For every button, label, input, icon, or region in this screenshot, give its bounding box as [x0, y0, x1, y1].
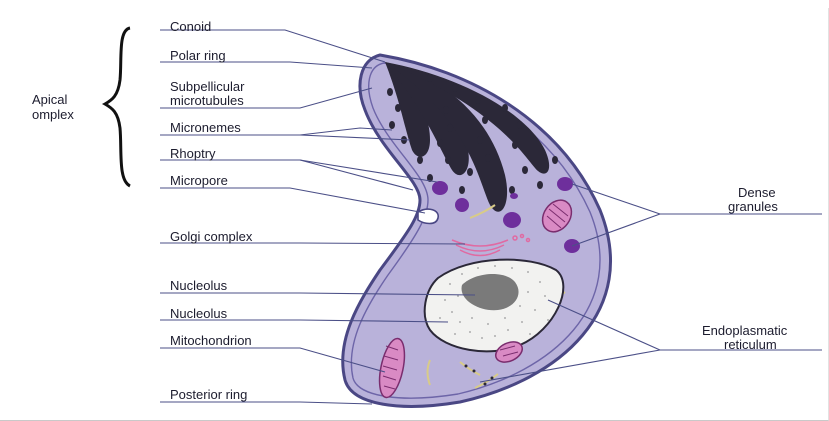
microneme	[387, 88, 393, 96]
top-margin	[0, 0, 829, 8]
microneme	[475, 96, 481, 104]
label-granules: granules	[728, 199, 778, 214]
label-mitochondrion: Mitochondrion	[170, 333, 252, 348]
microneme	[485, 154, 491, 162]
label-conoid: Conoid	[170, 19, 211, 34]
microneme	[452, 84, 458, 92]
microneme	[445, 156, 451, 164]
label-nucleolus: Nucleolus	[170, 278, 228, 293]
dense-granule	[432, 181, 448, 195]
label-subpellicular: Subpellicular	[170, 79, 245, 94]
label-polar-ring: Polar ring	[170, 48, 226, 63]
microneme	[512, 141, 518, 149]
microneme	[417, 156, 423, 164]
microneme	[509, 186, 515, 194]
label-micronemes: Micronemes	[170, 120, 241, 135]
dense-granule	[455, 198, 469, 212]
label-apical: Apical	[32, 92, 68, 107]
microneme	[395, 104, 401, 112]
dense-granule	[510, 193, 518, 199]
curly-brace-icon	[105, 28, 130, 186]
microneme	[482, 116, 488, 124]
microneme	[552, 156, 558, 164]
label-dense: Dense	[738, 185, 776, 200]
label-nucleolus-2: Nucleolus	[170, 306, 228, 321]
dense-granule	[557, 177, 573, 191]
microneme	[502, 104, 508, 112]
label-complex: omplex	[32, 107, 74, 122]
label-rhoptry: Rhoptry	[170, 146, 216, 161]
microneme	[427, 74, 433, 82]
microneme	[467, 168, 473, 176]
label-micropore: Micropore	[170, 173, 228, 188]
label-microtubules: microtubules	[170, 93, 244, 108]
dense-granule	[503, 212, 521, 228]
microneme	[517, 121, 523, 129]
microneme	[437, 139, 443, 147]
micropore	[418, 209, 438, 223]
label-endoplasmatic: Endoplasmatic	[702, 323, 788, 338]
microneme	[477, 136, 483, 144]
label-reticulum: reticulum	[724, 337, 777, 352]
microneme	[459, 186, 465, 194]
microneme	[537, 181, 543, 189]
microneme	[522, 166, 528, 174]
label-golgi-complex: Golgi complex	[170, 229, 253, 244]
microneme	[389, 121, 395, 129]
label-posterior-ring: Posterior ring	[170, 387, 247, 402]
microneme	[447, 124, 453, 132]
microneme	[443, 106, 449, 114]
